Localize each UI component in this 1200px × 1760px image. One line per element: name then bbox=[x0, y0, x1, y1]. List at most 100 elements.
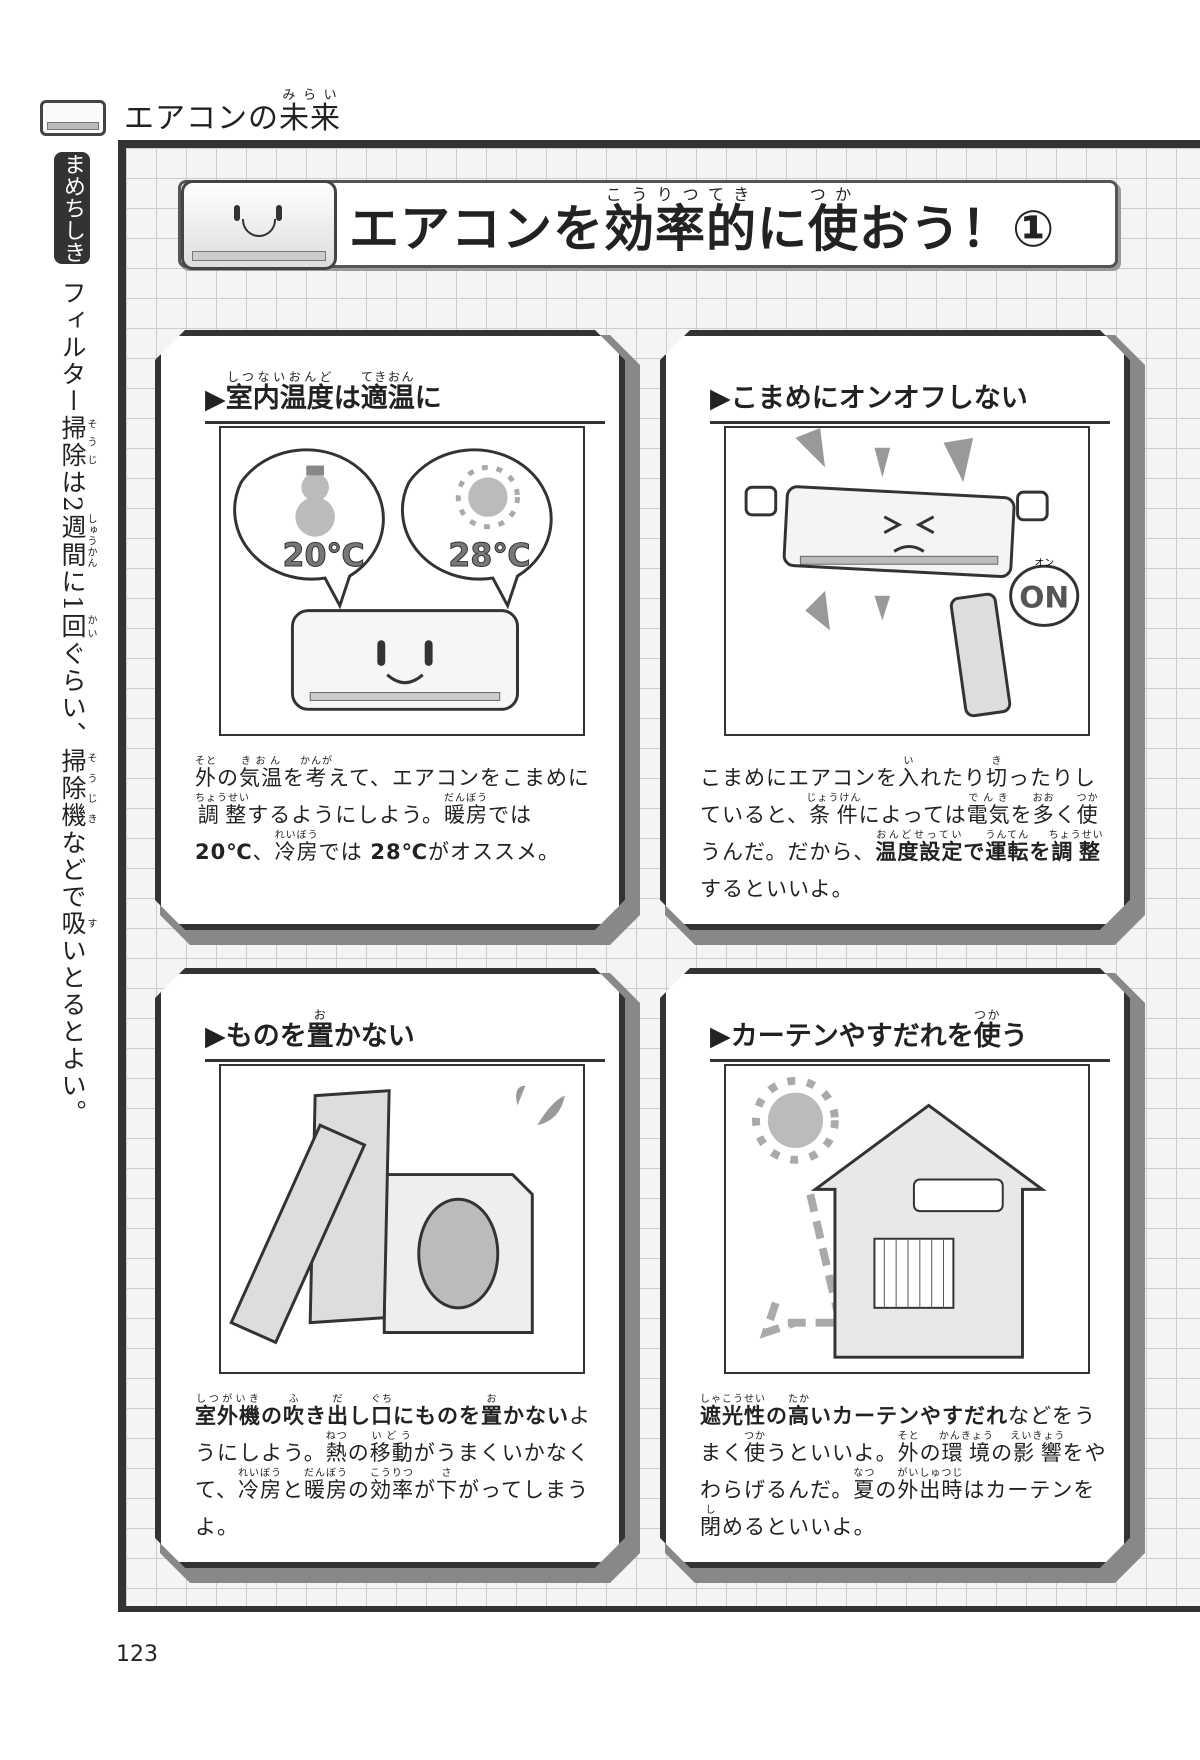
text-segment: の bbox=[766, 1404, 788, 1428]
panel-text: 遮光性しゃこうせいの高たかいカーテンやすだれなどをうまく使つかうといいよ。外そと… bbox=[700, 1394, 1110, 1546]
panel-curtains: ▶カーテンやすだれを使つかう 遮光性しゃこうせいの高たかいカーテンやすだれなどを… bbox=[660, 968, 1130, 1568]
ruby-base: 入 bbox=[898, 766, 920, 790]
text-segment: エアコンを bbox=[349, 200, 604, 258]
text-segment: 暖房だんぼう bbox=[444, 803, 488, 827]
furigana: うんてん bbox=[985, 830, 1030, 841]
furigana: しつないおんど bbox=[225, 370, 334, 384]
text-segment: 回かい bbox=[58, 613, 96, 640]
furigana: こうりつ bbox=[369, 1468, 415, 1479]
panel-heading: ▶カーテンやすだれを使つかう bbox=[710, 996, 1110, 1062]
text-segment: するといいよ。 bbox=[700, 877, 854, 901]
text-segment: こまめにエアコンを bbox=[700, 766, 898, 790]
text-segment: うんだ。だから、 bbox=[700, 840, 876, 864]
text-segment: などをうまく bbox=[700, 1404, 1096, 1465]
text-segment: う bbox=[1000, 1021, 1028, 1052]
furigana: ちょうせい bbox=[195, 793, 250, 804]
text-segment: 効率的こうりつてき bbox=[604, 185, 757, 258]
text-segment: 週間しゅうかん bbox=[58, 514, 96, 569]
ruby-base: 調整 bbox=[195, 803, 250, 827]
ruby-base: 考 bbox=[300, 766, 333, 790]
ruby-base: 室内温度 bbox=[225, 383, 334, 414]
on-label: ON bbox=[1019, 581, 1069, 615]
furigana: さ bbox=[436, 1468, 459, 1479]
ruby-base: 条件 bbox=[806, 803, 862, 827]
ruby-base: 置 bbox=[481, 1404, 503, 1428]
text-segment: するようにしよう。 bbox=[247, 803, 444, 827]
ruby-base: 冷房 bbox=[274, 840, 319, 864]
ruby-base: 気温 bbox=[239, 766, 283, 790]
ruby-base: 外 bbox=[897, 1441, 920, 1465]
text-segment: 室内温度しつないおんど bbox=[226, 370, 334, 415]
text-segment: いカーテンやすだれ bbox=[810, 1404, 1008, 1428]
ruby-base: 冷房 bbox=[237, 1478, 282, 1502]
illustration-on-off: オン ON bbox=[724, 426, 1090, 736]
text-segment: 暖房だんぼう bbox=[304, 1478, 348, 1502]
text-segment: 温度設定おんどせってい bbox=[875, 840, 963, 864]
svg-text:オン: オン bbox=[1034, 557, 1054, 569]
furigana: そと bbox=[897, 1431, 920, 1442]
text-segment: がってしまうよ。 bbox=[195, 1478, 589, 1539]
ruby-base: 掃除 bbox=[58, 415, 87, 469]
text-segment: を bbox=[283, 766, 305, 790]
illustration-outdoor-unit bbox=[219, 1064, 585, 1374]
furigana: いどう bbox=[369, 1431, 414, 1442]
ruby-base: 使 bbox=[808, 200, 859, 258]
snowman-icon bbox=[295, 466, 334, 537]
text-segment: で bbox=[963, 840, 986, 864]
ruby-base: 口 bbox=[371, 1404, 393, 1428]
ruby-base: 熱 bbox=[325, 1441, 348, 1465]
text-segment: 置お bbox=[307, 1008, 334, 1053]
ruby-base: 暖房 bbox=[303, 1478, 348, 1502]
text-segment: おう！① bbox=[859, 200, 1056, 258]
ruby-base: 外 bbox=[195, 766, 217, 790]
ruby-base: 影響 bbox=[1010, 1441, 1066, 1465]
text-segment: 考かんが bbox=[305, 766, 328, 790]
text-segment: し bbox=[349, 1404, 371, 1428]
section-title: エアコンの未来みらい bbox=[124, 88, 341, 137]
hot-temp-label: 28℃ bbox=[448, 538, 530, 574]
furigana: き bbox=[986, 756, 1008, 767]
smiling-air-conditioner-icon bbox=[181, 180, 337, 270]
text-segment: 移動いどう bbox=[370, 1441, 414, 1465]
text-segment: エアコンの bbox=[124, 101, 279, 136]
text-segment: 切き bbox=[986, 766, 1008, 790]
panel-heading: ▶ものを置おかない bbox=[205, 996, 605, 1062]
furigana: い bbox=[898, 756, 920, 767]
text-segment: 使つか bbox=[808, 185, 859, 258]
ruby-base: 閉 bbox=[700, 1515, 722, 1539]
furigana: ちょうせい bbox=[1048, 830, 1104, 841]
furigana: みらい bbox=[279, 88, 341, 103]
text-segment: の bbox=[991, 1441, 1014, 1465]
text-segment: かない bbox=[333, 1021, 415, 1052]
furigana: がいしゅつじ bbox=[897, 1468, 964, 1479]
text-segment: がオススメ。 bbox=[428, 840, 560, 864]
ruby-base: 多 bbox=[1032, 803, 1055, 827]
text-segment: フィルター bbox=[58, 280, 87, 415]
text-segment: と bbox=[281, 1478, 304, 1502]
air-conditioner-icon bbox=[40, 100, 106, 136]
furigana: おんどせってい bbox=[875, 830, 964, 841]
ruby-base: 室外機 bbox=[195, 1404, 261, 1428]
text-segment: 多おお bbox=[1033, 803, 1055, 827]
text-segment: の bbox=[875, 1478, 898, 1502]
text-segment: 閉し bbox=[700, 1515, 722, 1539]
text-segment: 20℃ bbox=[195, 840, 253, 864]
text-segment: 、 bbox=[252, 840, 275, 864]
text-segment: 高たか bbox=[788, 1404, 810, 1428]
ruby-base: 外出時 bbox=[897, 1478, 964, 1502]
text-segment: の bbox=[217, 766, 239, 790]
page-title: エアコンを効率的こうりつてきに使つかおう！① bbox=[349, 185, 1055, 261]
furigana: す bbox=[85, 910, 96, 938]
furigana: ぐち bbox=[371, 1394, 393, 1405]
panel-heading: ▶こまめにオンオフしない bbox=[710, 358, 1110, 424]
text-segment: 外そと bbox=[898, 1441, 920, 1465]
furigana: かんが bbox=[300, 756, 333, 767]
text-segment: 効率こうりつ bbox=[370, 1478, 414, 1502]
illustration-house bbox=[724, 1064, 1090, 1374]
furigana: つか bbox=[744, 1431, 766, 1442]
text-segment: の bbox=[347, 1478, 370, 1502]
text-segment: は bbox=[333, 383, 361, 414]
furigana: こうりつてき bbox=[604, 185, 757, 204]
text-segment: 口ぐち bbox=[371, 1404, 393, 1428]
text-segment: にものを bbox=[393, 1404, 481, 1428]
